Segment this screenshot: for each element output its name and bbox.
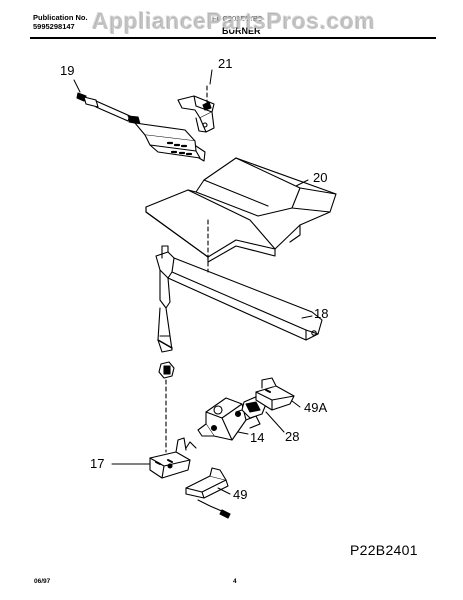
- publication-number: 5995298147: [33, 22, 75, 31]
- watermark: AppliancePartsPros.com: [92, 8, 376, 34]
- part-igniter: [76, 92, 206, 162]
- header-rule: [30, 37, 436, 39]
- page-number: 4: [233, 578, 237, 585]
- part-orifice: [158, 361, 175, 453]
- section-title: BURNER: [222, 26, 261, 36]
- callout-28: 28: [285, 429, 300, 444]
- part-bracket: [177, 85, 215, 133]
- diagram-code: P22B2401: [350, 542, 418, 558]
- callout-21: 21: [218, 56, 233, 71]
- callout-49: 49: [233, 487, 248, 502]
- callout-49a: 49A: [304, 400, 328, 415]
- callout-18: 18: [314, 306, 329, 321]
- callout-19: 19: [60, 63, 75, 78]
- publication-label: Publication No.: [33, 13, 88, 22]
- callout-20: 20: [313, 170, 328, 185]
- footer-date: 06/97: [34, 578, 51, 585]
- model-number: FGC901DWB3: [212, 14, 263, 23]
- part-valve: [149, 437, 197, 479]
- callout-17: 17: [90, 456, 105, 471]
- part-bracket-49: [185, 467, 231, 519]
- callout-14: 14: [250, 430, 265, 445]
- leader-lines: [73, 69, 313, 495]
- part-burner-tube: [155, 219, 323, 353]
- part-bracket-49a: [255, 377, 295, 411]
- part-burner-spreader: [145, 157, 337, 263]
- part-regulator: [197, 397, 261, 441]
